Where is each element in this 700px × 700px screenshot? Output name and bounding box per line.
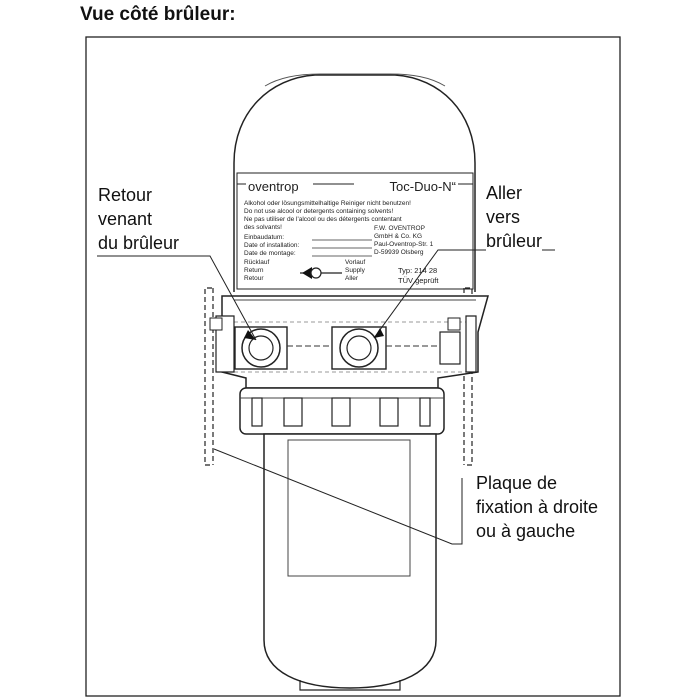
label-model: Toc-Duo-N“	[390, 179, 456, 194]
callout-return-line-3: du brûleur	[98, 233, 180, 253]
callout-plate-line-1: Plaque de	[476, 473, 558, 493]
label-date-2: Date of installation:	[244, 242, 299, 249]
label-warning-2: Do not use alcool or detergents containi…	[244, 208, 393, 215]
callout-return-line-1: Retour	[98, 185, 153, 205]
callout-supply-line-3: brûleur	[486, 231, 543, 251]
callout-supply-line-1: Aller	[486, 183, 523, 203]
label-address-4: D-59939 Olsberg	[374, 249, 424, 256]
callout-return: Retour venant du brûleur	[98, 183, 180, 255]
callout-plate: Plaque de fixation à droite ou à gauche	[476, 471, 599, 543]
filter-element	[287, 439, 411, 577]
vent-plug	[439, 331, 461, 365]
label-date-1: Einbaudatum:	[244, 234, 284, 241]
label-date-3: Date de montage:	[244, 250, 296, 257]
label-return-3: Retour	[244, 275, 264, 282]
nut-ribs	[251, 397, 431, 427]
callout-plate-line-3: ou à gauche	[476, 521, 576, 541]
label-supply-3: Aller	[345, 275, 359, 282]
label-type-2: TÜV geprüft	[398, 276, 439, 285]
callout-return-line-2: venant	[98, 209, 153, 229]
label-address-2: GmbH & Co. KG	[374, 233, 422, 240]
label-type-1: Typ: 214 28	[398, 266, 437, 275]
dome-cap-line	[264, 73, 446, 87]
callout-supply-line-2: vers	[486, 207, 521, 227]
page-title: Vue côté brûleur:	[80, 4, 236, 25]
label-warning-4: des solvants!	[244, 224, 282, 231]
label-address-1: F.W. OVENTROP	[374, 225, 425, 232]
outer-frame	[85, 36, 621, 697]
label-brand: oventrop	[248, 179, 299, 194]
mounting-plates	[204, 287, 473, 466]
leader-arrow-return	[244, 330, 256, 340]
label-return-1: Rücklauf	[244, 259, 269, 266]
label-supply-2: Supply	[345, 267, 366, 274]
label-plate	[236, 172, 474, 290]
label-address-3: Paul-Oventrop-Str. 1	[374, 241, 434, 248]
flow-arrow-circle	[310, 267, 322, 279]
label-warning-1: Alkohol oder lösungsmittelhaltige Reinig…	[244, 200, 411, 207]
right-bracket	[465, 315, 477, 373]
label-warning-3: Ne pas utiliser de l'alcool ou des déter…	[244, 216, 402, 223]
label-return-2: Return	[244, 267, 264, 274]
flow-arrow-head	[302, 267, 312, 279]
leader-arrow-supply	[374, 328, 384, 338]
callout-plate-line-2: fixation à droite	[476, 497, 599, 517]
callout-supply: Aller vers brûleur	[486, 181, 543, 253]
label-supply-1: Vorlauf	[345, 259, 365, 266]
